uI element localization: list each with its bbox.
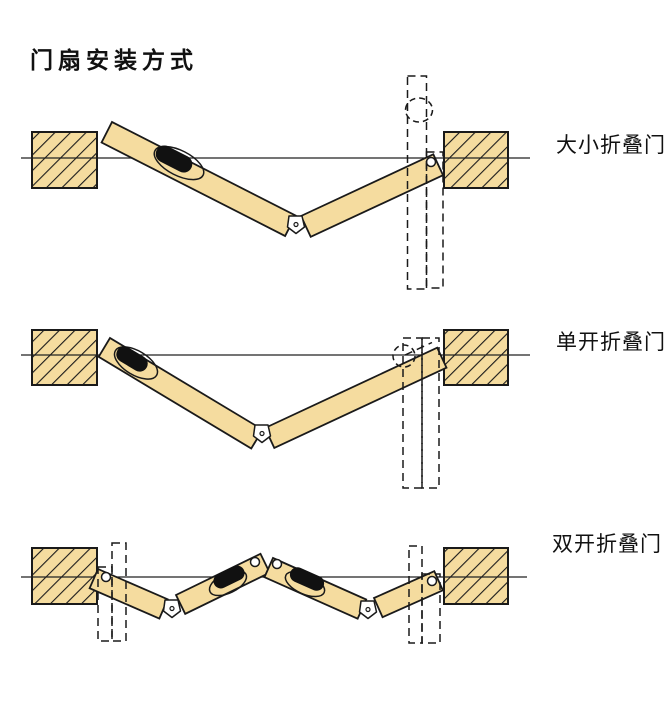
wall-block-right-icon [443, 131, 509, 189]
door-panel-small [299, 153, 445, 239]
wall-block-left-icon [31, 131, 98, 189]
wall-block-right-icon [443, 547, 509, 605]
meeting-stile-pivot-icon [271, 558, 283, 570]
closed-position-outline-left [97, 542, 127, 642]
closed-position-outline-right [408, 545, 441, 644]
door-handle-icon [155, 145, 193, 173]
wall-block-right-icon [443, 329, 509, 386]
closed-position-outline [404, 75, 444, 290]
meeting-stile-pivot-icon [249, 556, 261, 568]
diagram-label-dankai: 单开折叠门 [556, 331, 666, 354]
wall-pivot-icon [100, 571, 112, 583]
page-title: 门扇安装方式 [30, 47, 198, 73]
door-panel-right [263, 346, 448, 450]
diagram-dankai-folding-door: 单开折叠门 [21, 329, 666, 489]
wall-block-left-icon [31, 547, 98, 605]
fold-hinge-icon [358, 600, 378, 620]
diagram-shuangkai-folding-door: 双开折叠门 [21, 533, 662, 644]
wall-pivot-icon [425, 156, 437, 168]
handle-escutcheon-icon [113, 346, 159, 380]
closed-position-outline [392, 337, 440, 489]
fold-hinge-icon [286, 215, 306, 235]
closed-handle-outline-icon [392, 344, 416, 368]
closed-handle-outline-icon [404, 97, 434, 123]
wall-pivot-icon [426, 575, 438, 587]
door-handle-icon [213, 565, 245, 589]
handle-escutcheon-icon [153, 145, 205, 181]
diagram-daxiao-folding-door: 大小折叠门 [21, 75, 666, 290]
fold-hinge-icon [162, 599, 182, 619]
door-handle-icon [116, 346, 148, 372]
door-handle-icon [289, 567, 325, 591]
diagram-label-shuangkai: 双开折叠门 [552, 533, 662, 556]
wall-block-left-icon [31, 329, 98, 386]
fold-hinge-icon [252, 424, 272, 444]
diagram-label-daxiao: 大小折叠门 [556, 134, 666, 157]
